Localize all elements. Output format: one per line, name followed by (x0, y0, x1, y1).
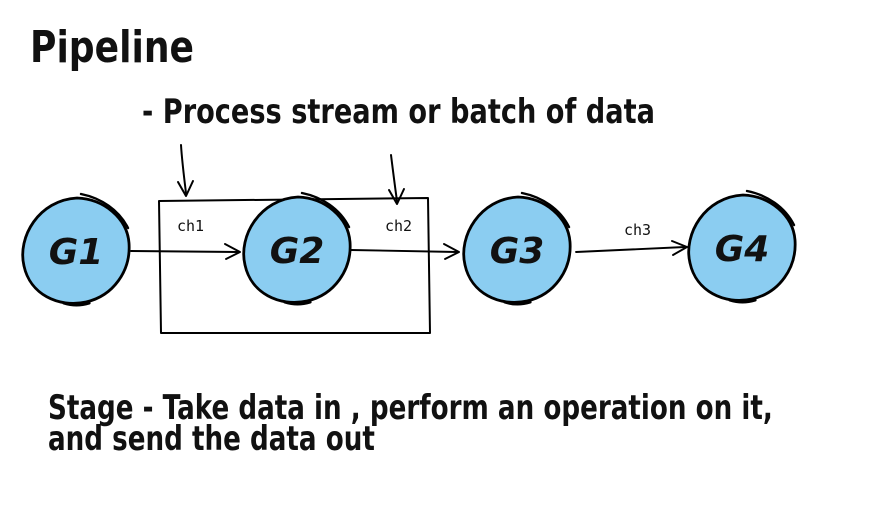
node-g2-label: G2 (270, 231, 325, 272)
channel-label-ch3: ch3 (624, 221, 651, 239)
channel-label-ch2: ch2 (385, 217, 412, 235)
stage-definition-note: Stage - Take data in , perform an operat… (48, 388, 773, 459)
edge-arrow-ch1 (130, 243, 241, 260)
node-g3-label: G3 (490, 231, 545, 272)
stage-definition-line2: and send the data out (48, 419, 375, 459)
stage-definition-line1: Stage - Take data in , perform an operat… (48, 388, 773, 428)
pipeline-description: - Process stream or batch of data (142, 92, 655, 132)
edge-arrow-ch3 (575, 240, 688, 256)
edge-arrow-ch2 (350, 243, 460, 260)
node-g4-label: G4 (715, 229, 770, 270)
annotation-arrow-left (177, 144, 194, 197)
page-title: Pipeline (30, 22, 194, 73)
annotation-arrow-right (388, 154, 405, 205)
channel-label-ch1: ch1 (177, 217, 204, 235)
stage-group-box (158, 197, 431, 334)
node-g1-label: G1 (49, 232, 104, 273)
